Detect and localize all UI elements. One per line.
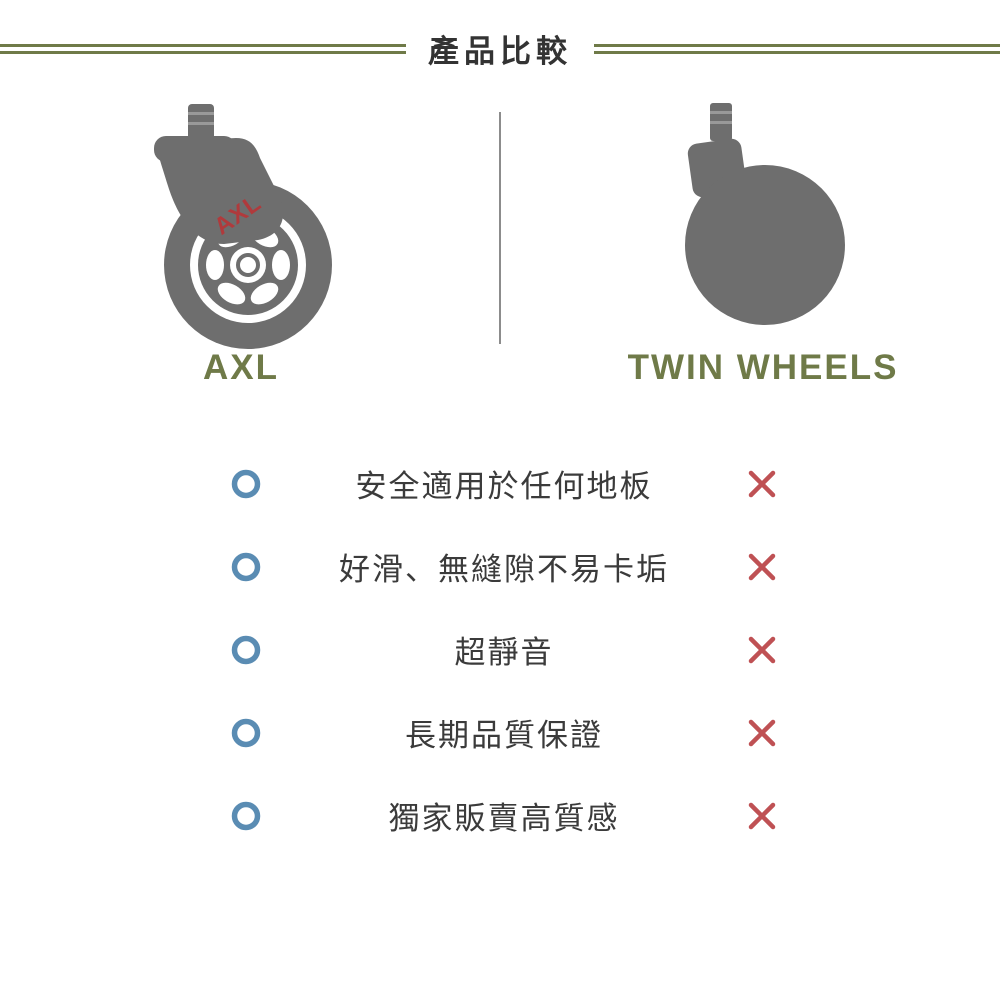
feature-text: 長期品質保證 xyxy=(405,718,603,753)
feature-text: 安全適用於任何地板 xyxy=(355,469,653,504)
o-circle-icon xyxy=(201,550,291,584)
x-mark-icon xyxy=(717,633,807,667)
o-circle-icon xyxy=(201,799,291,833)
vertical-divider xyxy=(499,112,501,344)
title-divider-left xyxy=(0,43,406,54)
page-title: 產品比較 xyxy=(428,34,572,69)
product-comparison-header: AXL AXL TWIN WHEELS xyxy=(0,0,1000,420)
x-mark-icon xyxy=(717,716,807,750)
header: 產品比較 xyxy=(0,26,1000,71)
twin-wheels-caster-image xyxy=(685,103,845,325)
comparison-row: 長期品質保證 xyxy=(201,691,807,774)
axl-caster-wheel-image: AXL xyxy=(154,104,332,349)
feature-text: 好滑、無縫隙不易卡垢 xyxy=(339,552,669,587)
x-mark-icon xyxy=(717,799,807,833)
o-circle-icon xyxy=(201,467,291,501)
comparison-row: 安全適用於任何地板 xyxy=(201,442,807,525)
title-divider-right xyxy=(594,43,1000,54)
o-circle-icon xyxy=(201,633,291,667)
feature-text: 超靜音 xyxy=(454,635,554,670)
product-label-axl: AXL xyxy=(203,348,279,387)
comparison-row: 超靜音 xyxy=(201,608,807,691)
product-label-twin-wheels: TWIN WHEELS xyxy=(627,348,899,387)
x-mark-icon xyxy=(717,550,807,584)
o-circle-icon xyxy=(201,716,291,750)
comparison-table: 安全適用於任何地板 好滑、無縫隙不易卡垢 超靜音 長期品質保證 xyxy=(201,442,807,857)
feature-text: 獨家販賣高質感 xyxy=(388,801,620,836)
comparison-row: 好滑、無縫隙不易卡垢 xyxy=(201,525,807,608)
comparison-row: 獨家販賣高質感 xyxy=(201,774,807,857)
x-mark-icon xyxy=(717,467,807,501)
